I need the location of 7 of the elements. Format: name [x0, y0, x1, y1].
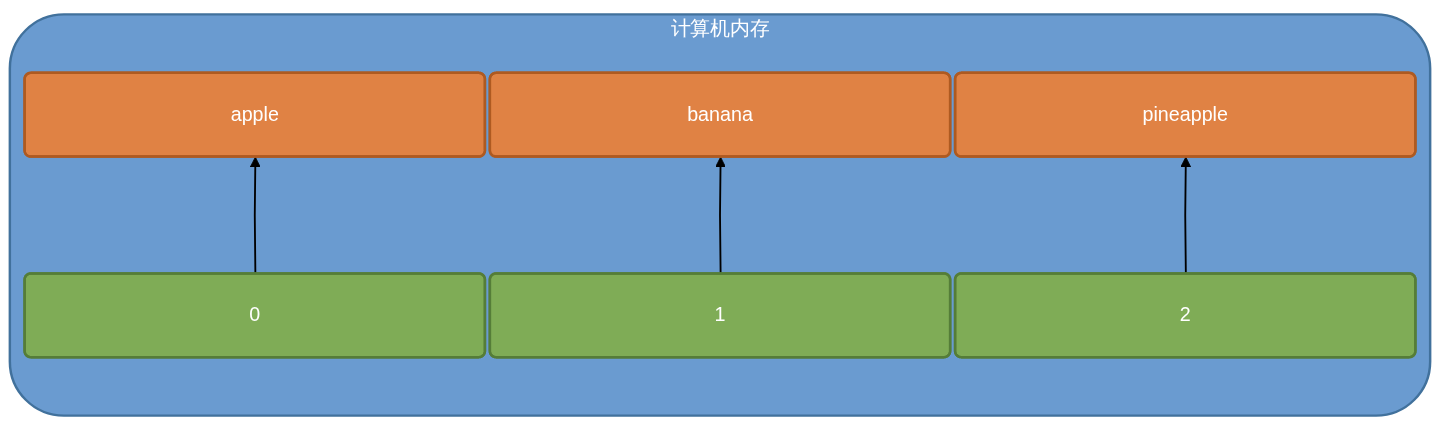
rounded-box: pineapple: [953, 71, 1417, 158]
rounded-box: banana: [488, 71, 952, 158]
rounded-box: apple: [23, 71, 487, 158]
rounded-box: 2: [953, 272, 1417, 359]
rounded-box: 0: [23, 272, 487, 359]
container-title: 计算机内存: [670, 17, 770, 41]
rounded-box: 1: [488, 272, 952, 359]
